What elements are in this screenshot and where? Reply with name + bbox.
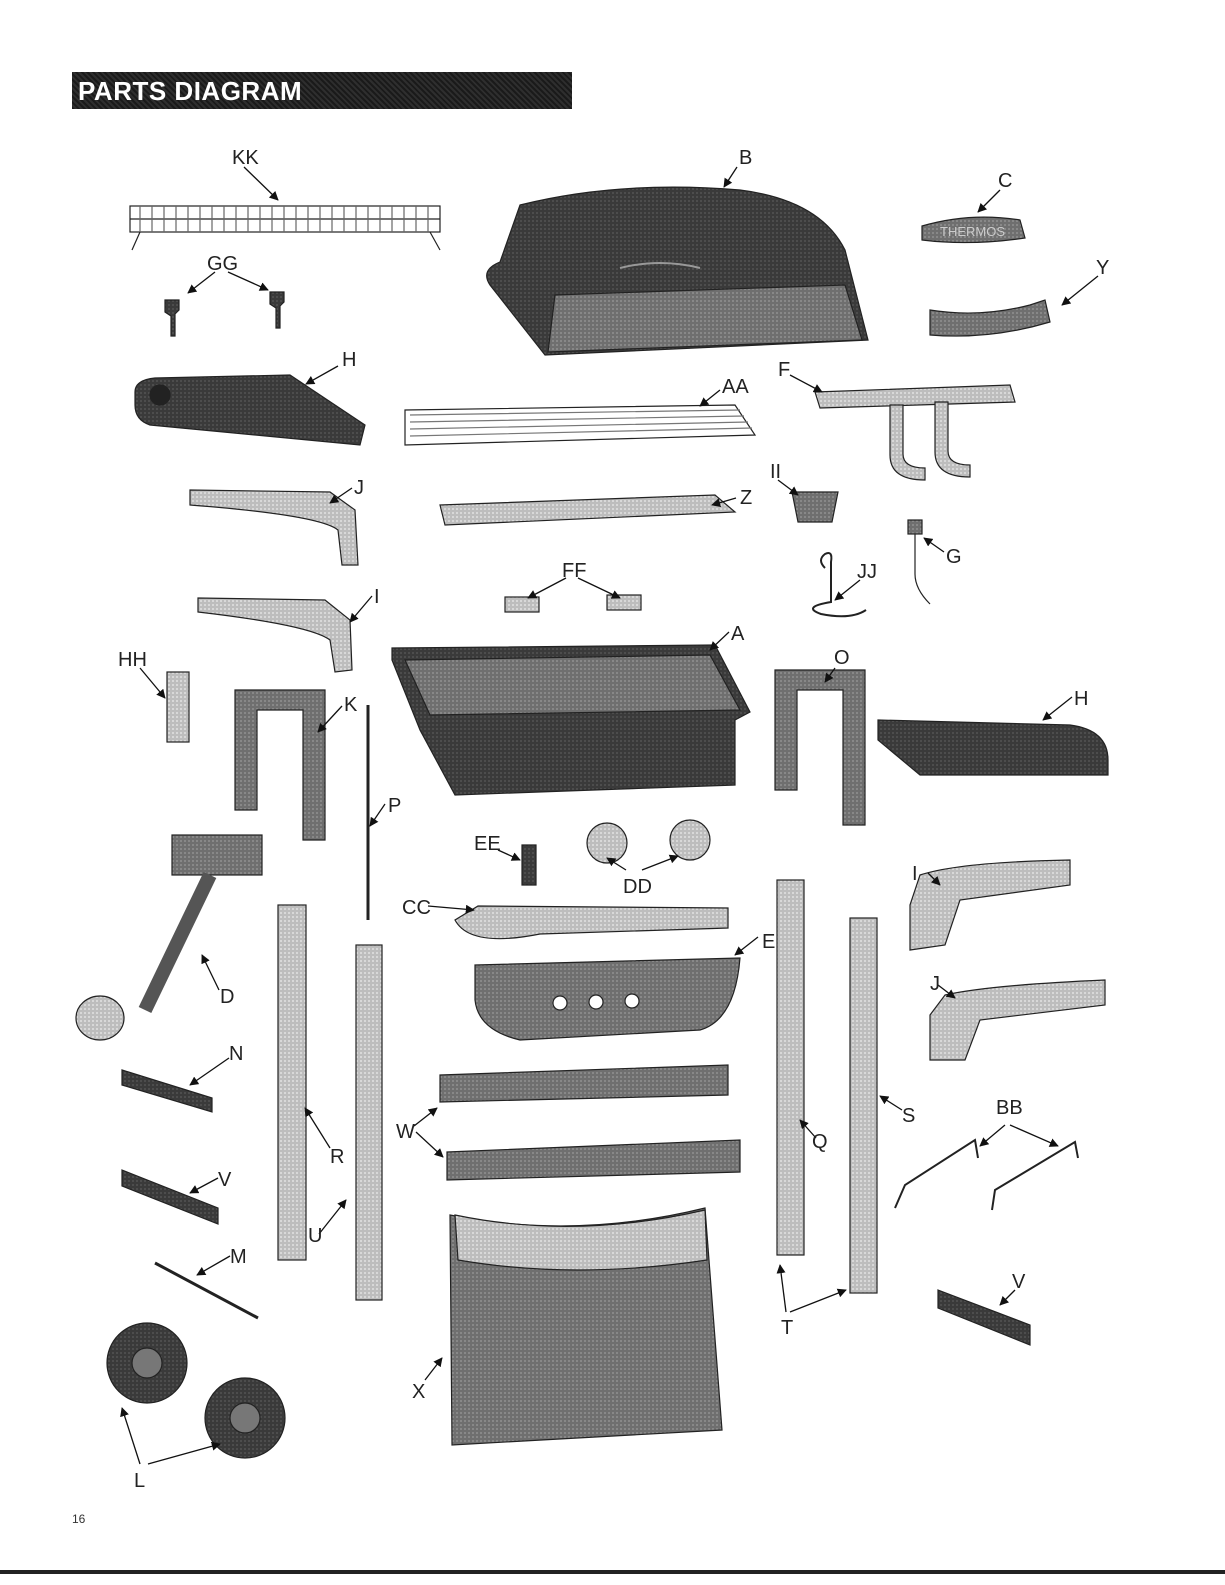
label-v-right: V <box>1012 1271 1026 1293</box>
bottom-rule <box>0 1570 1225 1574</box>
crossbars-w <box>440 1065 740 1180</box>
label-p: P <box>388 795 401 817</box>
label-c: C <box>998 170 1012 192</box>
label-ff: FF <box>562 560 586 582</box>
leg-frame-k <box>235 690 325 840</box>
leg-s <box>850 918 877 1293</box>
side-shelf-h-left <box>135 375 365 445</box>
label-z: Z <box>740 487 752 509</box>
label-a: A <box>731 623 745 645</box>
label-bb: BB <box>996 1097 1023 1119</box>
label-e: E <box>762 931 775 953</box>
label-gg: GG <box>207 253 238 275</box>
label-i-right: I <box>912 863 918 885</box>
control-knobs-dd <box>587 820 710 863</box>
label-t: T <box>781 1317 793 1339</box>
hinges-ff <box>505 595 641 612</box>
grease-cup-ii <box>792 492 838 522</box>
label-b: B <box>739 147 752 169</box>
door-x <box>450 1208 722 1445</box>
shelf-bracket-i-right <box>910 860 1070 950</box>
side-shelf-h-right <box>878 720 1108 775</box>
crossbar-v-right <box>938 1290 1030 1345</box>
regulator-d <box>76 835 262 1040</box>
label-w: W <box>396 1121 415 1143</box>
label-cc: CC <box>402 897 431 919</box>
control-panel-e <box>475 958 740 1040</box>
label-jj: JJ <box>857 561 877 583</box>
handle-y <box>930 300 1050 336</box>
label-r: R <box>330 1146 344 1168</box>
label-v-left: V <box>218 1169 232 1191</box>
label-x: X <box>412 1381 425 1403</box>
shelf-bracket-j-right <box>930 980 1105 1060</box>
crossbar-n <box>122 1070 212 1112</box>
label-s: S <box>902 1105 915 1127</box>
leg-q <box>777 880 804 1255</box>
lid-b <box>487 187 868 355</box>
label-y: Y <box>1096 257 1109 279</box>
label-o: O <box>834 647 850 669</box>
wire-brackets-bb <box>895 1140 1078 1210</box>
label-j-left: J <box>354 477 364 499</box>
label-aa: AA <box>722 376 749 398</box>
warming-rack-kk <box>130 206 440 250</box>
heat-tent-z <box>440 495 735 525</box>
nameplate-c: THERMOS <box>922 217 1025 242</box>
burner-f <box>815 385 1015 480</box>
label-f: F <box>778 359 790 381</box>
label-ii: II <box>770 461 781 483</box>
igniter-g <box>908 520 930 604</box>
label-i-left: I <box>374 586 380 608</box>
crossbar-v-left <box>122 1170 218 1224</box>
shelf-bracket-i-left <box>198 598 352 672</box>
label-j-right: J <box>930 973 940 995</box>
label-u: U <box>308 1225 322 1247</box>
label-k: K <box>344 694 358 716</box>
label-n: N <box>229 1043 243 1065</box>
valve-ee <box>522 845 536 885</box>
label-h-left: H <box>342 349 356 371</box>
label-q: Q <box>812 1131 828 1153</box>
leg-r <box>278 905 306 1260</box>
leg-u <box>356 945 382 1300</box>
label-d: D <box>220 986 234 1008</box>
cooking-grate-aa <box>405 405 755 445</box>
bolt-hh <box>167 672 189 742</box>
firebox-a <box>392 645 750 795</box>
page-number: 16 <box>72 1512 85 1526</box>
label-m: M <box>230 1246 247 1268</box>
label-hh: HH <box>118 649 147 671</box>
label-l: L <box>134 1470 145 1492</box>
label-h-right: H <box>1074 688 1088 710</box>
leg-frame-o <box>775 670 865 825</box>
label-dd: DD <box>623 876 652 898</box>
label-g: G <box>946 546 962 568</box>
manifold-cc <box>455 906 728 939</box>
axle-m <box>155 1263 258 1318</box>
label-kk: KK <box>232 147 259 169</box>
brand-text: THERMOS <box>940 224 1005 239</box>
rack-clips-gg <box>165 292 284 336</box>
wheels-l <box>107 1323 285 1458</box>
label-ee: EE <box>474 833 501 855</box>
